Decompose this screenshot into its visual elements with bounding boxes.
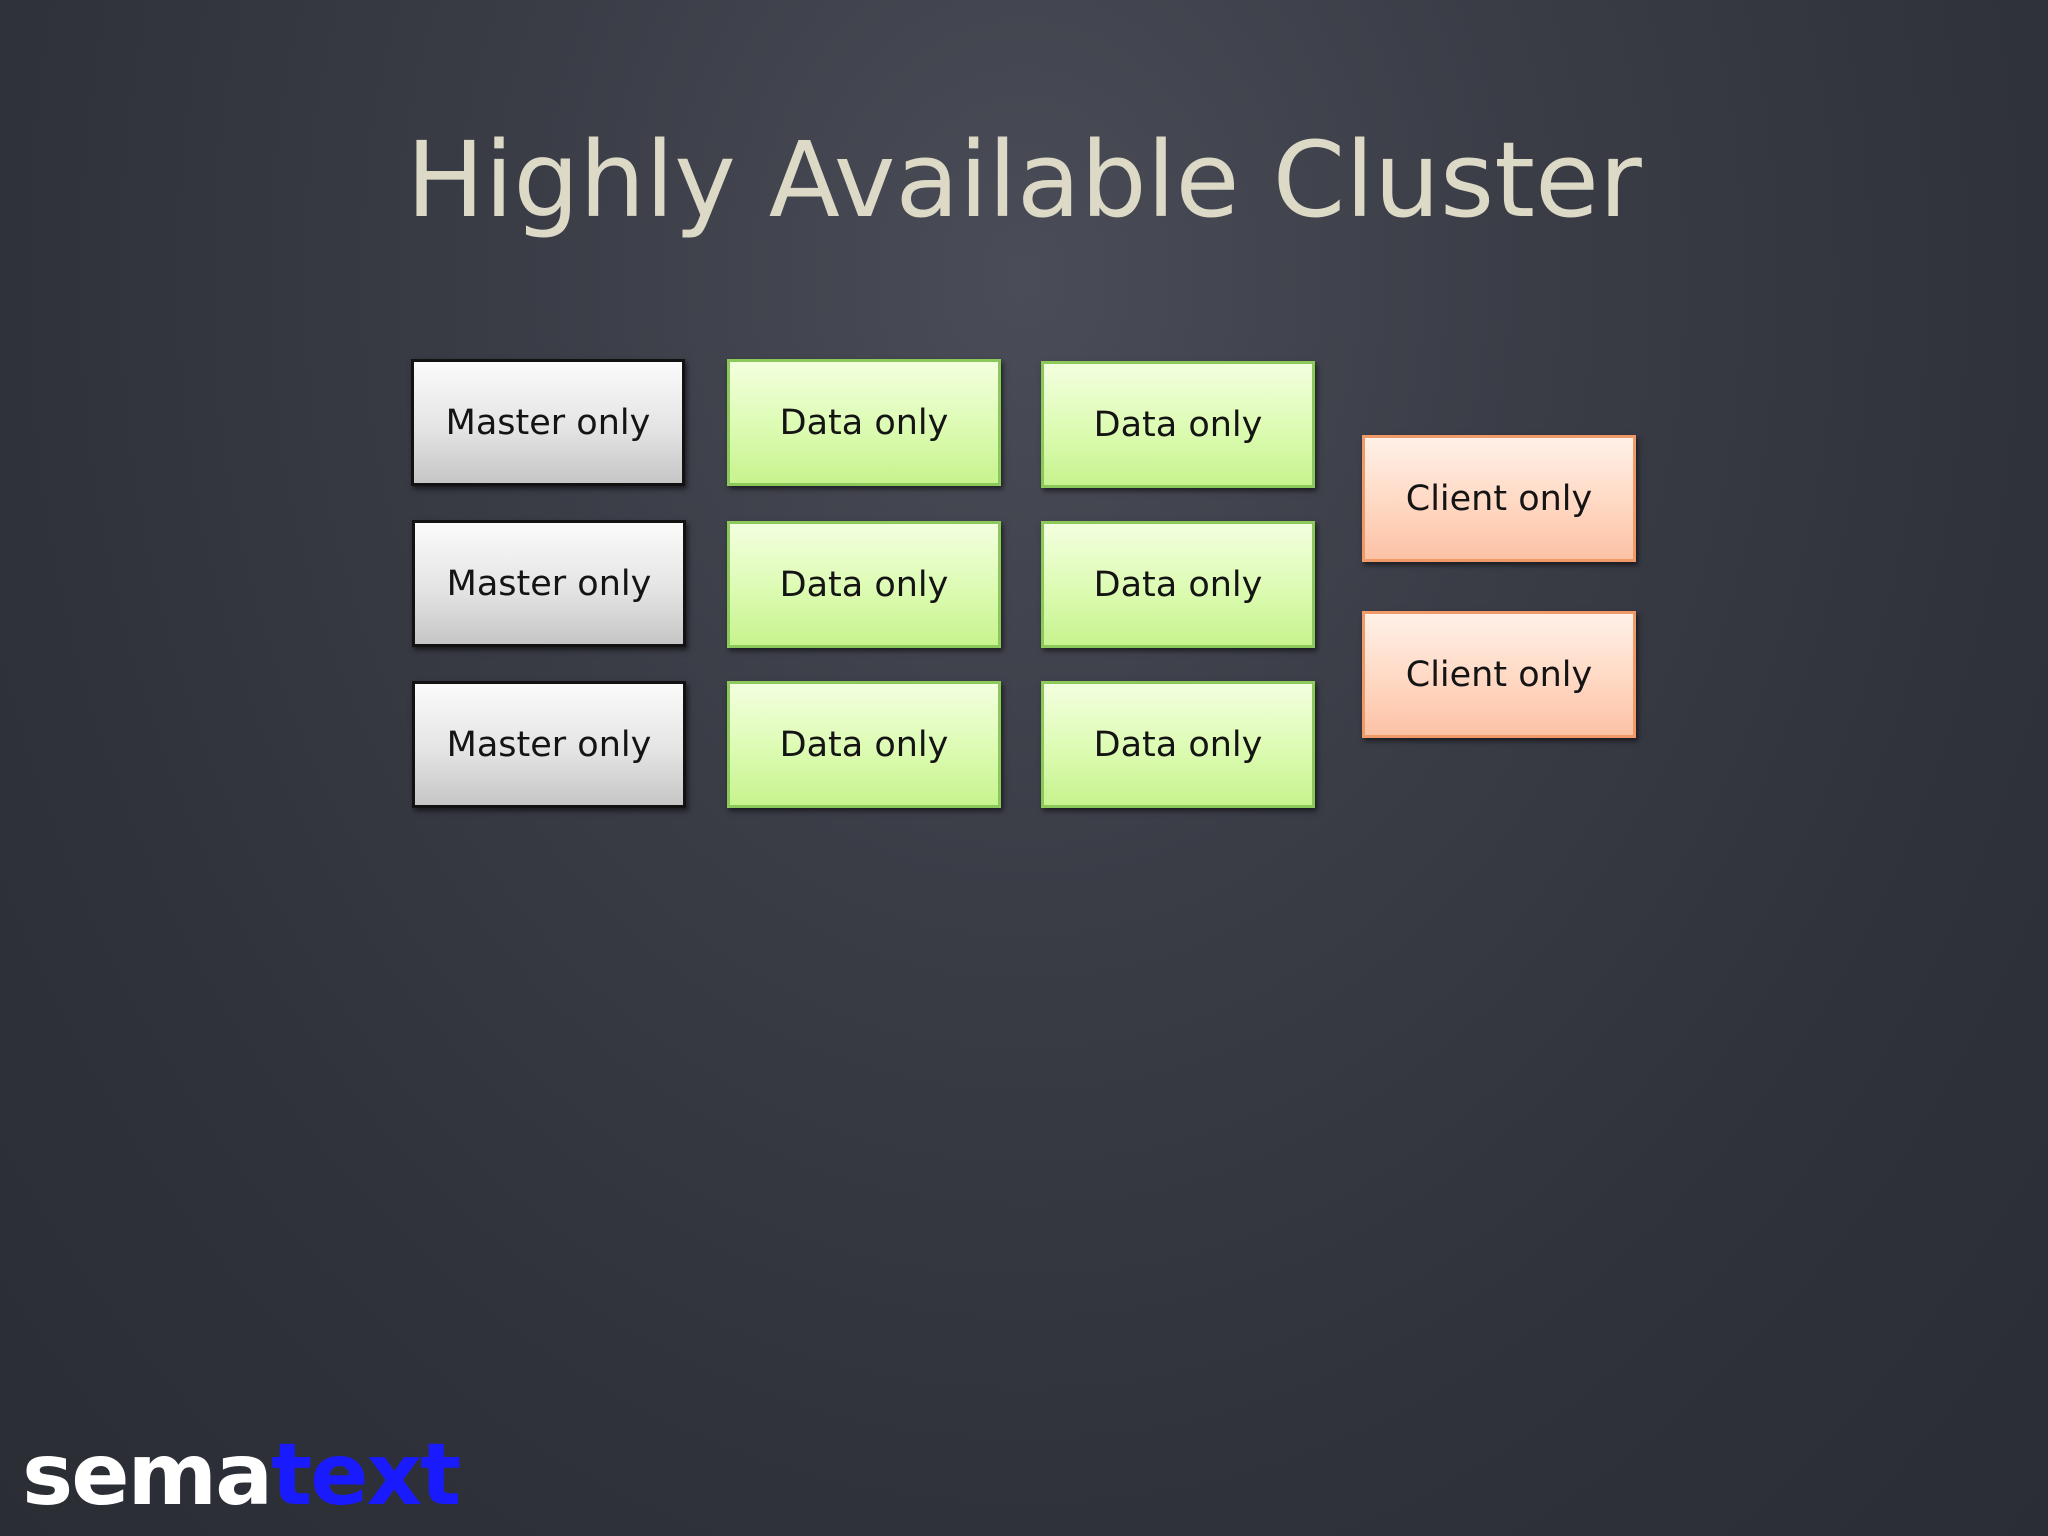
client-node: Client only xyxy=(1362,435,1636,562)
sematext-logo: sematext xyxy=(22,1432,461,1518)
data-node: Data only xyxy=(1041,681,1315,808)
logo-text-sema: sema xyxy=(22,1425,273,1525)
client-node: Client only xyxy=(1362,611,1636,738)
master-node: Master only xyxy=(412,520,686,647)
logo-text-text: text xyxy=(271,1425,461,1525)
data-node: Data only xyxy=(727,521,1001,648)
data-node: Data only xyxy=(1041,361,1315,488)
data-node: Data only xyxy=(1041,521,1315,648)
data-node: Data only xyxy=(727,359,1001,486)
master-node: Master only xyxy=(411,359,685,486)
master-node: Master only xyxy=(412,681,686,808)
slide-title: Highly Available Cluster xyxy=(406,119,1642,241)
data-node: Data only xyxy=(727,681,1001,808)
